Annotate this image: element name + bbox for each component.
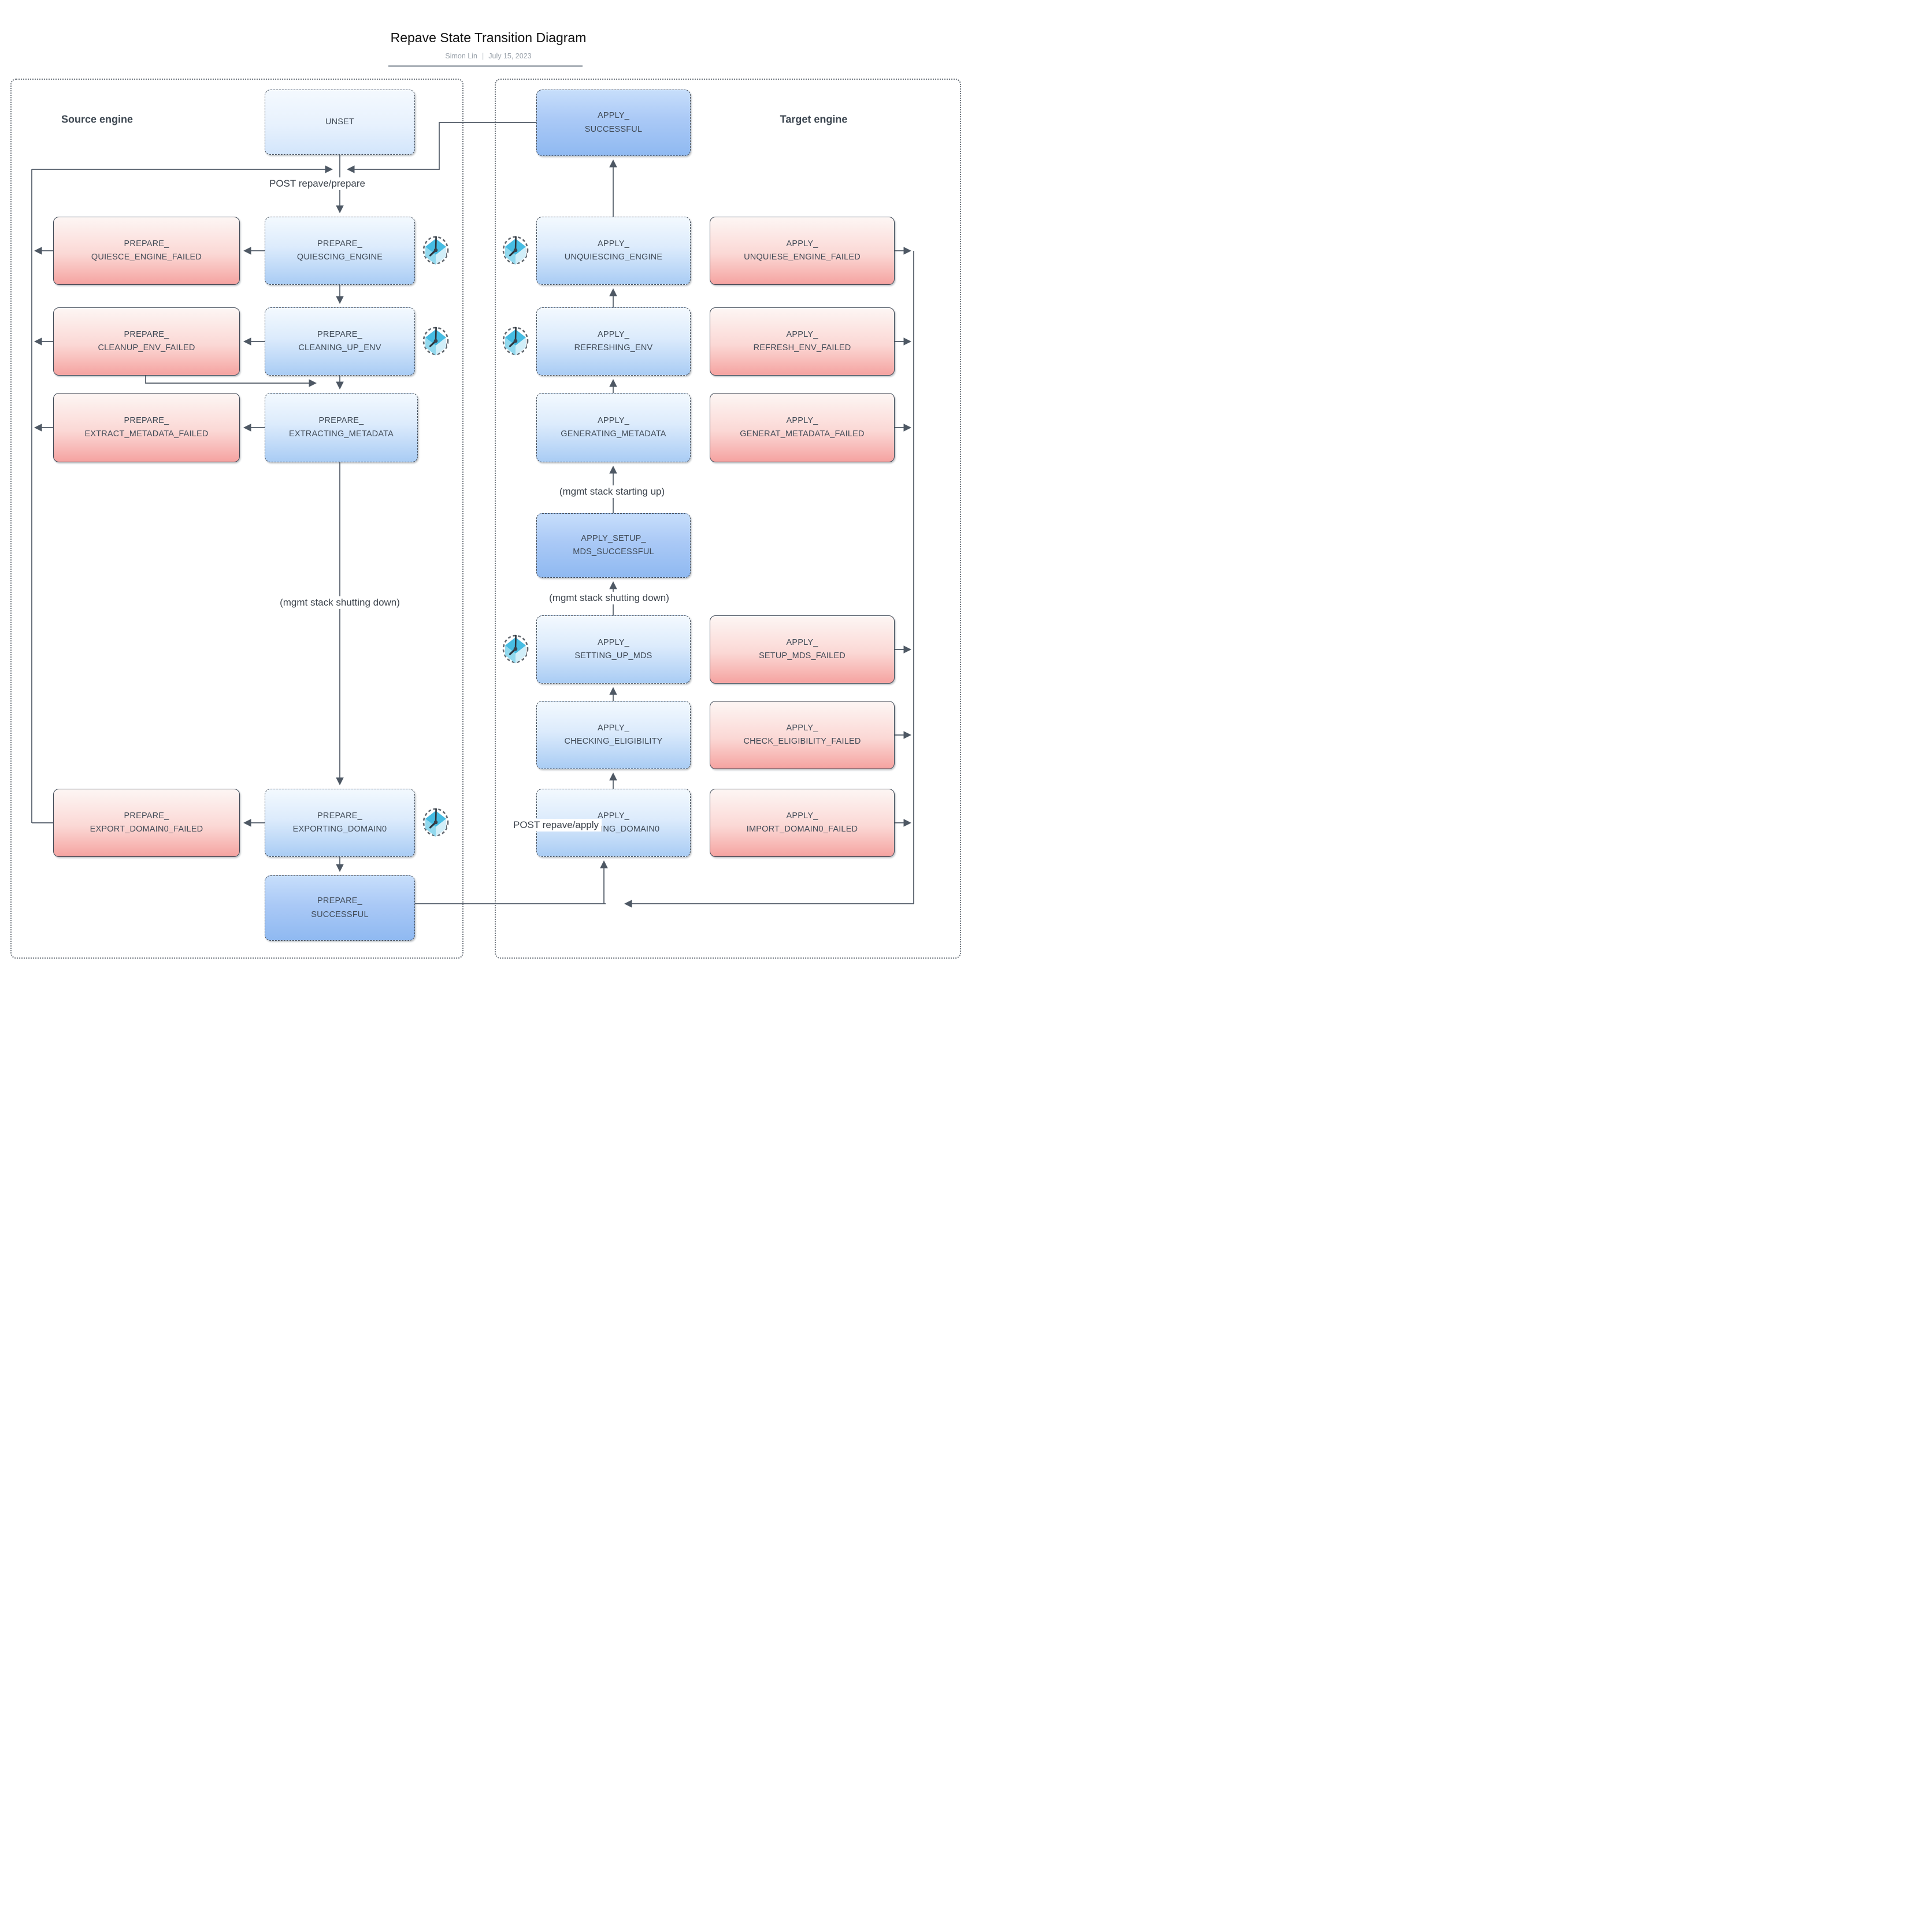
state-prepare-export-domain0-failed: PREPARE_ EXPORT_DOMAIN0_FAILED	[53, 789, 240, 857]
state-label: PREPARE_	[317, 811, 362, 821]
state-apply-check-eligibility-failed: APPLY_ CHECK_ELIGIBILITY_FAILED	[710, 701, 895, 769]
state-prepare-extracting-metadata: PREPARE_ EXTRACTING_METADATA	[265, 393, 418, 462]
state-label: SUCCESSFUL	[584, 124, 643, 134]
state-label: APPLY_	[786, 329, 818, 339]
state-apply-successful: APPLY_ SUCCESSFUL	[536, 90, 691, 156]
state-label: APPLY_	[786, 811, 818, 821]
state-label: CHECKING_ELIGIBILITY	[564, 737, 663, 746]
title-underline	[388, 65, 583, 67]
state-label: REFRESH_ENV_FAILED	[753, 343, 851, 352]
state-label: QUIESCING_ENGINE	[296, 253, 383, 262]
state-label: SUCCESSFUL	[311, 910, 369, 919]
state-label: UNQUIESE_ENGINE_FAILED	[744, 253, 861, 262]
state-label: PREPARE_	[124, 329, 169, 339]
edge-label-post-repave-prepare: POST repave/prepare	[266, 177, 368, 190]
state-label: APPLY_	[598, 723, 629, 733]
edge-label-post-repave-apply: POST repave/apply	[510, 819, 602, 832]
in-progress-icon	[499, 322, 532, 358]
state-label: UNSET	[325, 117, 355, 127]
state-label: EXPORT_DOMAIN0_FAILED	[90, 825, 203, 834]
state-label: PREPARE_	[317, 239, 362, 248]
state-apply-setting-up-mds: APPLY_ SETTING_UP_MDS	[536, 615, 691, 684]
in-progress-icon	[499, 630, 532, 666]
date: July 15, 2023	[488, 52, 532, 60]
state-unset: UNSET	[265, 90, 415, 155]
state-apply-unquiescing-engine: APPLY_ UNQUIESCING_ENGINE	[536, 217, 691, 285]
source-engine-label: Source engine	[61, 113, 134, 125]
state-label: EXTRACT_METADATA_FAILED	[84, 429, 209, 439]
state-apply-setup-mds-successful: APPLY_SETUP_ MDS_SUCCESSFUL	[536, 513, 691, 578]
edge-label-mgmt-stack-shutting-down-target: (mgmt stack shutting down)	[546, 592, 672, 604]
edge-label-mgmt-stack-shutting-down-source: (mgmt stack shutting down)	[277, 596, 403, 609]
edge-label-mgmt-stack-starting-up: (mgmt stack starting up)	[556, 485, 668, 498]
in-progress-icon	[420, 232, 452, 268]
state-label: APPLY_	[598, 111, 629, 121]
state-label: APPLY_	[786, 239, 818, 248]
state-apply-refreshing-env: APPLY_ REFRESHING_ENV	[536, 307, 691, 376]
state-label: PREPARE_	[318, 415, 364, 425]
state-apply-generating-metadata: APPLY_ GENERATING_METADATA	[536, 393, 691, 462]
state-label: APPLY_	[598, 329, 629, 339]
state-label: SETUP_MDS_FAILED	[759, 651, 846, 660]
state-label: APPLY_	[786, 723, 818, 733]
state-label: EXPORTING_DOMAIN0	[292, 825, 387, 834]
state-apply-refresh-env-failed: APPLY_ REFRESH_ENV_FAILED	[710, 307, 895, 376]
state-label: CLEANING_UP_ENV	[298, 343, 381, 352]
state-prepare-exporting-domain0: PREPARE_ EXPORTING_DOMAIN0	[265, 789, 415, 857]
source-engine-container	[10, 79, 463, 959]
in-progress-icon	[499, 232, 532, 268]
state-label: APPLY_	[598, 637, 629, 647]
state-apply-import-domain0-failed: APPLY_ IMPORT_DOMAIN0_FAILED	[710, 789, 895, 857]
state-label: IMPORT_DOMAIN0_FAILED	[746, 825, 858, 834]
state-prepare-cleaning-up-env: PREPARE_ CLEANING_UP_ENV	[265, 307, 415, 376]
state-label: APPLY_	[598, 811, 629, 821]
state-label: MDS_SUCCESSFUL	[573, 547, 654, 556]
state-prepare-successful: PREPARE_ SUCCESSFUL	[265, 875, 415, 941]
state-label: APPLY_	[598, 239, 629, 248]
state-label: APPLY_	[786, 637, 818, 647]
state-apply-generat-metadata-failed: APPLY_ GENERAT_METADATA_FAILED	[710, 393, 895, 462]
byline: Simon Lin | July 15, 2023	[445, 52, 531, 60]
state-label: CLEANUP_ENV_FAILED	[98, 343, 195, 352]
diagram-canvas: Repave State Transition Diagram Simon Li…	[0, 0, 966, 960]
state-label: PREPARE_	[124, 239, 169, 248]
state-prepare-cleanup-env-failed: PREPARE_ CLEANUP_ENV_FAILED	[53, 307, 240, 376]
state-apply-checking-eligibility: APPLY_ CHECKING_ELIGIBILITY	[536, 701, 691, 769]
in-progress-icon	[420, 322, 452, 358]
state-label: PREPARE_	[317, 329, 362, 339]
state-apply-setup-mds-failed: APPLY_ SETUP_MDS_FAILED	[710, 615, 895, 684]
state-label: CHECK_ELIGIBILITY_FAILED	[743, 737, 861, 746]
state-label: APPLY_	[786, 415, 818, 425]
state-apply-unquiese-engine-failed: APPLY_ UNQUIESE_ENGINE_FAILED	[710, 217, 895, 285]
state-label: EXTRACTING_METADATA	[288, 429, 394, 439]
state-label: QUIESCE_ENGINE_FAILED	[91, 253, 202, 262]
in-progress-icon	[420, 804, 452, 840]
state-label: GENERATING_METADATA	[561, 429, 666, 439]
state-label: APPLY_	[598, 415, 629, 425]
state-label: UNQUIESCING_ENGINE	[564, 253, 663, 262]
target-engine-label: Target engine	[780, 113, 848, 125]
page-title: Repave State Transition Diagram	[390, 30, 587, 45]
state-label: APPLY_SETUP_	[581, 533, 646, 543]
state-prepare-quiescing-engine: PREPARE_ QUIESCING_ENGINE	[265, 217, 415, 285]
byline-separator: |	[481, 52, 484, 60]
state-label: REFRESHING_ENV	[574, 343, 653, 352]
target-engine-container	[495, 79, 961, 959]
state-label: PREPARE_	[124, 811, 169, 821]
state-label: PREPARE_	[317, 896, 362, 906]
state-label: PREPARE_	[124, 415, 169, 425]
state-label: GENERAT_METADATA_FAILED	[740, 429, 865, 439]
author: Simon Lin	[445, 52, 477, 60]
state-prepare-quiesce-engine-failed: PREPARE_ QUIESCE_ENGINE_FAILED	[53, 217, 240, 285]
state-prepare-extract-metadata-failed: PREPARE_ EXTRACT_METADATA_FAILED	[53, 393, 240, 462]
state-label: SETTING_UP_MDS	[574, 651, 652, 660]
